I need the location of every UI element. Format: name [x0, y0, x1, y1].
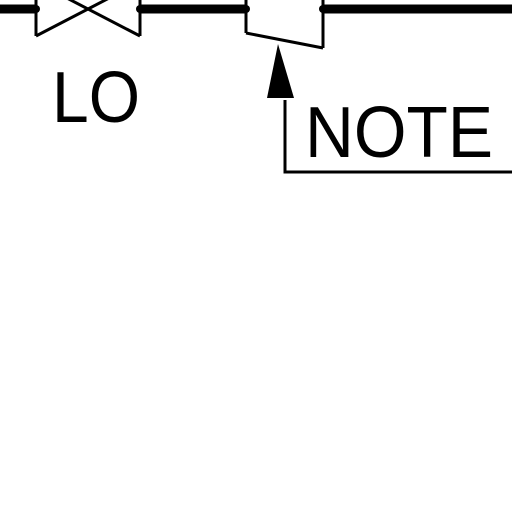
- note-leader: [267, 44, 512, 174]
- arrow-head-icon: [267, 44, 294, 98]
- gate-valve-symbol: [34, 0, 142, 38]
- valve-label-lo: LO: [52, 58, 140, 138]
- leader-line: [283, 100, 512, 174]
- note-label: NOTE: [305, 93, 493, 173]
- fitting-symbol: [244, 0, 325, 50]
